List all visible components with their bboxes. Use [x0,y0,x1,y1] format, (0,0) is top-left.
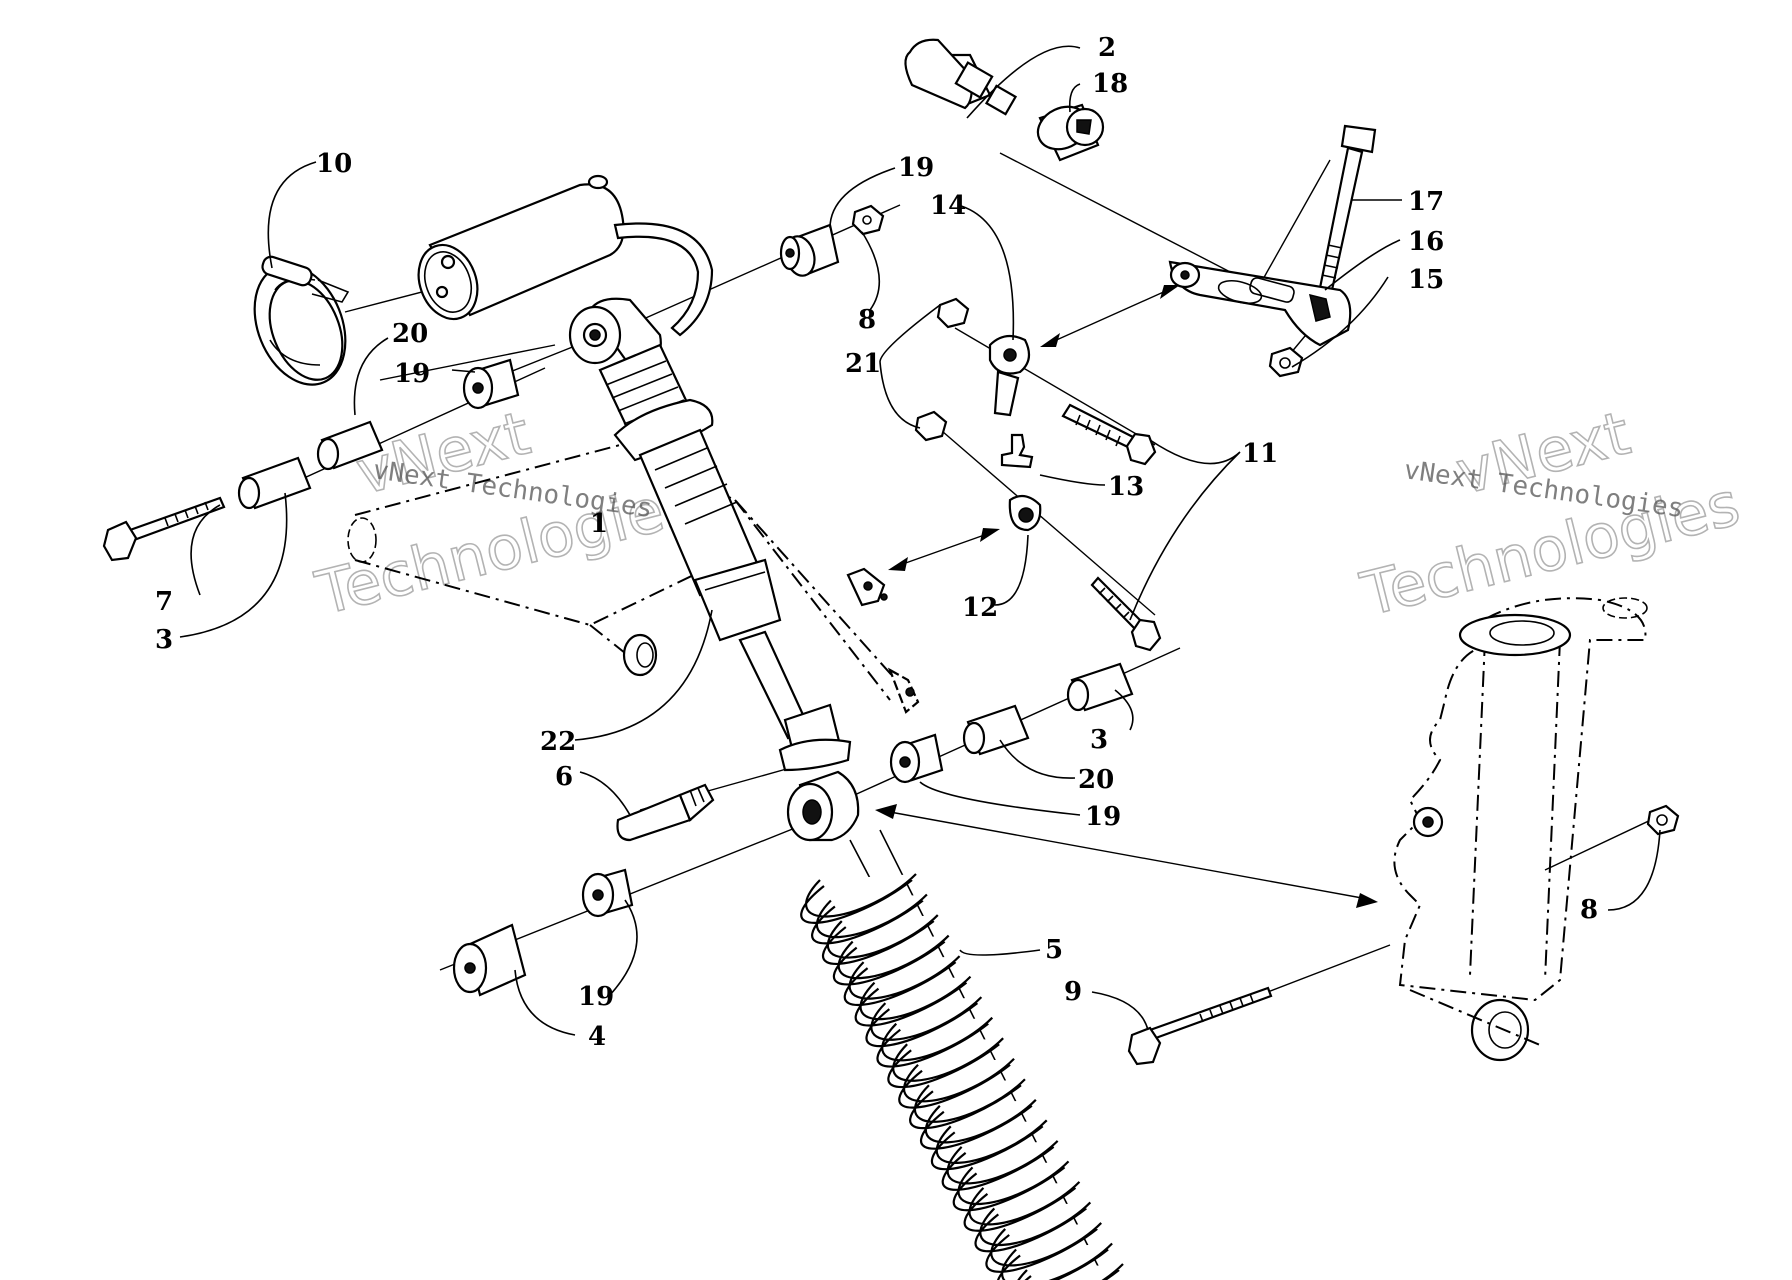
callout-3: 3 [1090,725,1108,755]
bushing-19-left [462,358,520,410]
coil-spring [800,829,1124,1280]
bracket-16 [1168,260,1352,378]
callout-13: 13 [1108,472,1144,502]
bolt-7 [102,496,226,562]
callout-20: 20 [392,319,428,349]
callouts: 2 18 10 19 14 17 16 15 8 20 19 21 11 13 … [155,33,1598,1052]
callout-20: 20 [1078,765,1114,795]
callout-8: 8 [1580,895,1598,925]
callout-16: 16 [1408,227,1444,257]
callout-19: 19 [1085,802,1121,832]
callout-6: 6 [555,762,573,792]
watermark-left: vNext Technologies vNext Technologies [308,398,701,630]
callout-19: 19 [898,153,934,183]
callout-18: 18 [1092,69,1128,99]
shock-absorber [568,297,852,772]
spacers-lower-left [452,868,634,997]
spacers-lower-right [889,662,1134,784]
hose-fitting [904,38,1105,162]
callout-19: 19 [578,982,614,1012]
callout-14: 14 [930,191,966,221]
callout-7: 7 [155,587,173,617]
valve-6 [616,783,715,842]
spindle-bracket [1393,597,1648,1062]
callout-2: 2 [1098,33,1116,63]
lower-eye [786,770,860,842]
bushing-19-upper [779,223,840,277]
bolt-9 [1127,986,1273,1066]
spacers-upper-left [237,420,384,510]
callout-11: 11 [1242,439,1278,469]
callout-3: 3 [155,625,173,655]
nuts [851,204,1680,836]
callout-15: 15 [1408,265,1444,295]
watermark-right: vNext Technologies vNext Technologies [1354,398,1747,632]
callout-22: 22 [540,727,576,757]
bolt-17 [1318,124,1377,292]
reservoir-canister [417,174,714,337]
callout-17: 17 [1408,187,1444,217]
callout-5: 5 [1045,935,1063,965]
rod-end-linkage [988,334,1162,652]
callout-4: 4 [588,1022,606,1052]
assembly-axes [244,152,1656,1046]
callout-1: 1 [590,509,608,539]
callout-12: 12 [962,593,998,623]
leader-lines [179,45,1661,1036]
callout-10: 10 [316,149,352,179]
callout-19: 19 [394,359,430,389]
callout-8: 8 [858,305,876,335]
callout-21: 21 [845,349,881,379]
callout-9: 9 [1064,977,1082,1007]
hose-clamp [253,255,350,386]
frame-outline [347,443,920,714]
